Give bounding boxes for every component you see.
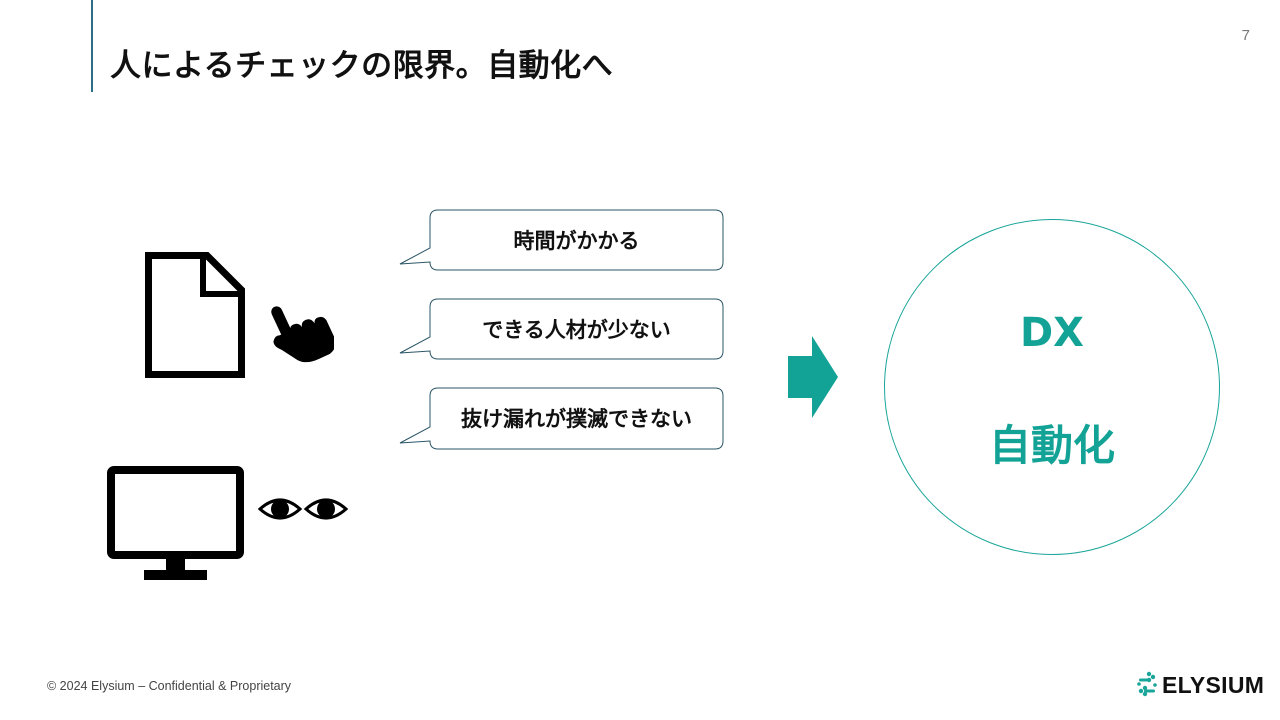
bubble-time-consuming: 時間がかかる [513, 229, 640, 253]
solution-circle [884, 219, 1220, 555]
solution-dx: DX [1019, 310, 1085, 356]
elysium-logo-icon [1137, 671, 1157, 697]
bubble-omissions: 抜け漏れが撲滅できない [461, 407, 692, 431]
elysium-logo: ELYSIUM [1136, 671, 1264, 699]
slide-title: 人によるチェックの限界。自動化へ [110, 48, 614, 84]
solution-automation: 自動化 [988, 421, 1115, 470]
right-arrow-icon [788, 336, 838, 418]
bubble-few-skilled-people: できる人材が少ない [482, 318, 671, 342]
speech-bubbles [399, 209, 724, 450]
pointing-hand-icon [271, 306, 334, 363]
document-icon [145, 252, 245, 378]
logo-wordmark: ELYSIUM [1162, 671, 1265, 698]
monitor-icon [107, 466, 244, 580]
eyes-icon [258, 498, 349, 520]
title-accent-bar [91, 0, 93, 92]
footer-copyright: © 2024 Elysium – Confidential & Propriet… [47, 679, 292, 693]
page-number: 7 [1241, 27, 1250, 44]
